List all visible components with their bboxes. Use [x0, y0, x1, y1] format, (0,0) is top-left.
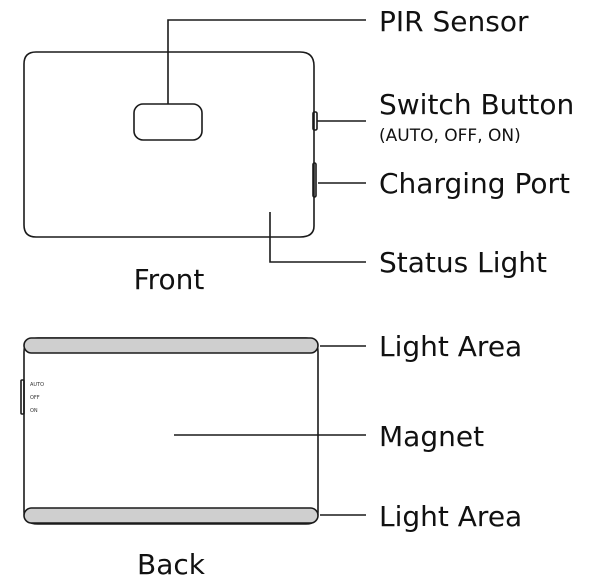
- charging-port-label: Charging Port: [379, 167, 570, 200]
- magnet-label: Magnet: [379, 420, 484, 453]
- front-device-body: [23, 51, 315, 238]
- light-area-top-band: [23, 337, 319, 354]
- back-caption: Back: [137, 548, 206, 581]
- switch-position-auto: AUTO: [30, 382, 44, 388]
- status-light-leader: [269, 212, 366, 263]
- switch-modes-label: (AUTO, OFF, ON): [379, 126, 521, 146]
- switch-position-on: ON: [30, 408, 38, 414]
- switch-button-nub: [312, 111, 318, 131]
- front-view: PIR Sensor Switch Button (AUTO, OFF, ON)…: [23, 5, 574, 296]
- back-device-body: [23, 337, 319, 525]
- back-view: AUTO OFF ON Light Area Magnet Light Area…: [20, 330, 522, 581]
- light-area-bottom-band: [23, 507, 319, 524]
- status-light-label: Status Light: [379, 246, 547, 279]
- front-caption: Front: [134, 263, 205, 296]
- switch-button-label: Switch Button: [379, 88, 574, 121]
- pir-sensor-label: PIR Sensor: [379, 5, 529, 38]
- light-area-bottom-label: Light Area: [379, 500, 522, 533]
- switch-position-off: OFF: [30, 395, 40, 401]
- pir-sensor-leader: [167, 19, 366, 104]
- light-area-top-label: Light Area: [379, 330, 522, 363]
- pir-sensor-window: [133, 103, 203, 141]
- back-switch-slot: [20, 379, 25, 415]
- charging-port-notch: [312, 162, 317, 198]
